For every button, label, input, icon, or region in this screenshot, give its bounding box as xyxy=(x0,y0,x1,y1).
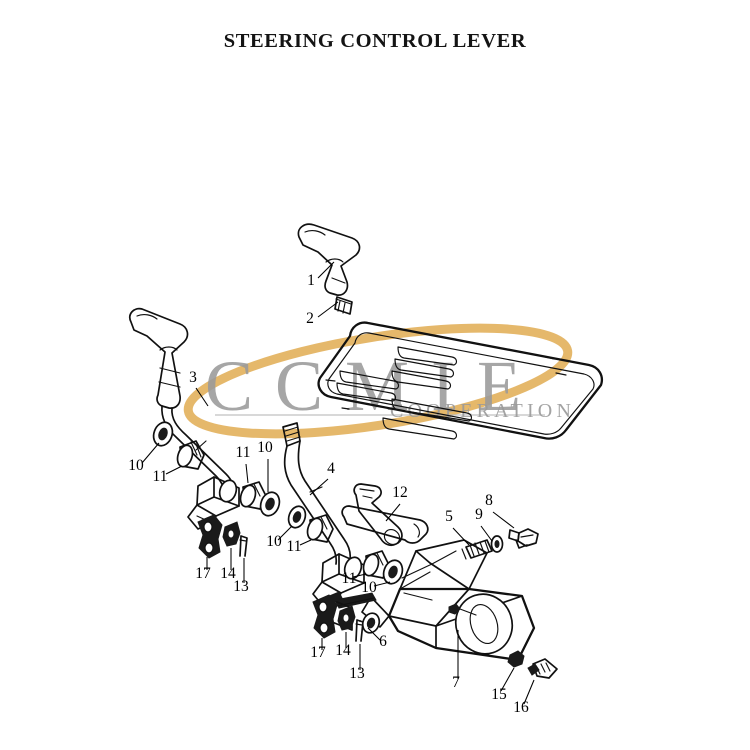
callout-number-11: 11 xyxy=(342,570,357,587)
part-support-bracket xyxy=(331,539,536,662)
part-bushing-ring xyxy=(152,421,174,447)
callout-number-17: 17 xyxy=(310,644,326,661)
part-sleeve-bearing xyxy=(176,440,205,470)
callout-number-13: 13 xyxy=(233,578,249,595)
part-flat-washer xyxy=(490,535,504,553)
part-lever-handle-upper xyxy=(297,223,361,296)
page-title: STEERING CONTROL LEVER xyxy=(223,30,527,52)
part-boot-collar-upper xyxy=(334,296,353,315)
callout-number-3: 3 xyxy=(189,369,197,386)
callout-number-10: 10 xyxy=(361,579,377,596)
callout-number-14: 14 xyxy=(220,565,236,582)
callout-number-11: 11 xyxy=(287,538,302,555)
callout-leaders xyxy=(141,261,535,705)
callout-number-13: 13 xyxy=(349,665,365,682)
callout-number-10: 10 xyxy=(257,439,273,456)
part-cotter-pin xyxy=(239,535,248,557)
part-bushing-ring xyxy=(287,505,307,529)
part-hex-bolt xyxy=(508,528,539,549)
part-lock-nut xyxy=(507,650,525,668)
part-steering-lever-right xyxy=(282,422,352,565)
callout-number-10: 10 xyxy=(128,457,144,474)
callout-number-7: 7 xyxy=(452,674,460,691)
part-bushing-ring xyxy=(382,559,404,585)
callout-number-16: 16 xyxy=(513,699,529,716)
part-clevis-pin xyxy=(337,605,356,631)
callout-number-14: 14 xyxy=(335,642,351,659)
callout-number-6: 6 xyxy=(379,633,387,650)
callout-number-8: 8 xyxy=(485,492,493,509)
callout-number-9: 9 xyxy=(475,506,483,523)
part-rod-end-yoke xyxy=(197,514,223,559)
callout-number-15: 15 xyxy=(491,686,507,703)
part-threaded-stud xyxy=(461,539,493,560)
callout-number-12: 12 xyxy=(392,484,408,501)
part-pivot-bushing-small xyxy=(361,612,381,634)
callout-number-17: 17 xyxy=(195,565,211,582)
part-sleeve-bearing xyxy=(306,514,334,543)
callout-number-5: 5 xyxy=(445,508,453,525)
callout-number-10: 10 xyxy=(266,533,282,550)
callout-number-4: 4 xyxy=(327,460,335,477)
part-bushing-ring xyxy=(259,491,281,517)
callout-number-11: 11 xyxy=(153,468,168,485)
part-rod-end-yoke xyxy=(312,594,338,639)
part-bracket-fastener xyxy=(448,603,477,616)
callout-number-1: 1 xyxy=(307,272,315,289)
callout-number-2: 2 xyxy=(306,310,314,327)
part-floor-plate xyxy=(317,321,603,440)
part-clevis-pin xyxy=(222,521,241,547)
part-connecting-rod xyxy=(341,483,429,547)
callout-number-11: 11 xyxy=(236,444,251,461)
part-steering-lever-left xyxy=(129,307,236,498)
part-bolt xyxy=(527,658,558,679)
